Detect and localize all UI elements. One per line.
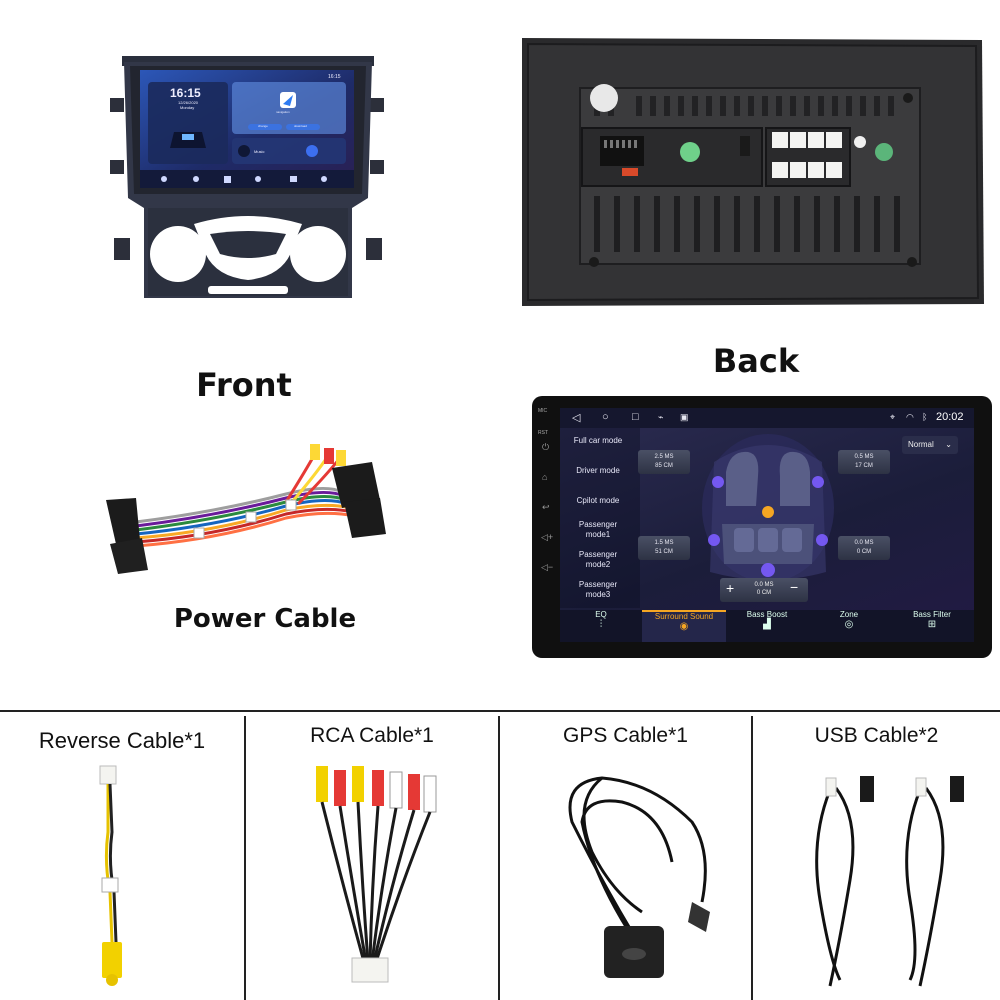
preset-value: Normal xyxy=(908,440,934,449)
tab-bar: EQ ⫶ Surround Sound ◉ Bass Boost ▟ Zone … xyxy=(560,610,974,642)
center-stepper: + 0.0 MS 0 CM − xyxy=(720,578,808,602)
front-caption: Front xyxy=(196,366,292,404)
car-seats-graphic xyxy=(702,434,834,582)
volume-up-icon[interactable]: ◁+ xyxy=(541,532,554,542)
bass-icon: ▟ xyxy=(763,619,771,630)
speaker-rear-left-ms: 1.5 MS xyxy=(654,540,674,546)
tab-zone-label: Zone xyxy=(839,610,859,619)
back-unit-drawing xyxy=(522,38,984,306)
front-unit-drawing xyxy=(110,56,384,298)
usb-cable-image xyxy=(815,776,964,987)
back-caption: Back xyxy=(712,342,800,380)
tab-surround-label: Surround Sound xyxy=(654,612,714,621)
back-icon[interactable]: ◁ xyxy=(572,412,581,424)
tab-bass-filter-label: Bass Filter xyxy=(913,610,951,619)
tab-surround-sound[interactable]: Surround Sound ◉ xyxy=(642,610,726,642)
speaker-rear-left-cm: 51 CM xyxy=(655,549,673,555)
speaker-front-left-cm: 85 CM xyxy=(655,463,673,469)
audio-unit: MIC RST ⏻ ⌂ ↩ ◁+ ◁− ◁ ○ □ ⌁ ▣ ⌖ ◠ ᛒ 20:0… xyxy=(532,396,992,658)
column-divider-2 xyxy=(498,716,500,1000)
speaker-front-left[interactable]: 2.5 MS 85 CM xyxy=(638,450,690,474)
tab-bass-boost-label: Bass Boost xyxy=(746,610,788,619)
reverse-cable-image xyxy=(99,765,122,986)
zone-icon: ◎ xyxy=(844,619,854,630)
mode-driver[interactable]: Driver mode xyxy=(576,466,620,475)
recent-icon[interactable]: □ xyxy=(632,411,639,423)
minus-button[interactable]: − xyxy=(790,579,799,595)
center-ms: 0.0 MS xyxy=(754,582,774,588)
usb-icon: ⌁ xyxy=(658,412,664,422)
tab-zone[interactable]: Zone ◎ xyxy=(808,610,890,640)
column-divider-3 xyxy=(751,716,753,1000)
rca-cable-title: RCA Cable*1 xyxy=(310,724,434,747)
mode-full-car[interactable]: Full car mode xyxy=(573,436,623,445)
front-date: 12/26/2020 xyxy=(178,100,199,105)
side-power-icon[interactable]: ⏻ xyxy=(542,442,550,452)
front-music-label: Music xyxy=(254,149,265,154)
speaker-front-right-ms: 0.5 MS xyxy=(854,454,874,460)
power-cable-caption: Power Cable xyxy=(173,604,357,634)
speaker-rear-right-cm: 0 CM xyxy=(856,549,872,555)
tab-bass-boost[interactable]: Bass Boost ▟ xyxy=(726,610,808,640)
front-clock: 16:15 xyxy=(170,86,201,100)
speaker-front-left-ms: 2.5 MS xyxy=(654,454,674,460)
bluetooth-icon: ᛒ xyxy=(922,412,928,422)
gps-cable-title: GPS Cable*1 xyxy=(563,724,688,747)
front-download-button[interactable]: download xyxy=(294,124,307,128)
gps-cable-image xyxy=(568,776,710,978)
plus-button[interactable]: + xyxy=(726,580,735,596)
speaker-front-right-cm: 17 CM xyxy=(855,463,873,469)
preset-dropdown[interactable]: Normal ⌄ xyxy=(902,436,958,454)
volume-down-icon[interactable]: ◁− xyxy=(541,562,554,572)
mode-list: Full car mode Driver mode Cpilot mode Pa… xyxy=(560,428,640,608)
front-day: Monday xyxy=(180,105,195,110)
rca-cable-image xyxy=(316,766,437,983)
side-label-rst: RST xyxy=(538,430,548,436)
back-unit-image xyxy=(518,36,986,308)
column-divider-1 xyxy=(244,716,246,1000)
mode-passenger-3[interactable]: Passenger mode3 xyxy=(578,580,618,599)
side-home-icon[interactable]: ⌂ xyxy=(542,472,548,482)
home-icon[interactable]: ○ xyxy=(602,411,609,423)
section-divider xyxy=(0,710,1000,712)
speaker-rear-left[interactable]: 1.5 MS 51 CM xyxy=(638,536,690,560)
status-bar: ◁ ○ □ ⌁ ▣ ⌖ ◠ ᛒ 20:02 xyxy=(560,408,974,428)
speaker-front-right[interactable]: 0.5 MS 17 CM xyxy=(838,450,890,474)
filter-icon: ⊞ xyxy=(927,619,937,630)
speaker-rear-right-ms: 0.0 MS xyxy=(854,540,874,546)
reverse-cable-title: Reverse Cable*1 xyxy=(38,728,206,753)
front-app-label: navigation xyxy=(276,110,290,114)
status-time: 20:02 xyxy=(936,411,964,423)
app-shortcut-icon[interactable]: ▣ xyxy=(680,412,689,422)
tab-eq-label: EQ xyxy=(595,610,607,619)
mode-passenger-1[interactable]: Passenger mode1 xyxy=(578,520,618,539)
equalizer-icon: ⫶ xyxy=(599,619,603,630)
mode-copilot[interactable]: Cpilot mode xyxy=(576,496,620,505)
chevron-down-icon: ⌄ xyxy=(945,440,952,449)
power-cable-image xyxy=(96,440,396,580)
power-cable-drawing xyxy=(106,444,386,574)
front-unit-image: 16:15 12/26/2020 Monday 16:15 navigation… xyxy=(108,48,388,303)
audio-screen: ◁ ○ □ ⌁ ▣ ⌖ ◠ ᛒ 20:02 Full car mode Driv… xyxy=(560,408,974,642)
surround-icon: ◉ xyxy=(679,621,689,632)
tab-bass-filter[interactable]: Bass Filter ⊞ xyxy=(890,610,974,640)
front-change-button[interactable]: change xyxy=(258,124,268,128)
side-back-icon[interactable]: ↩ xyxy=(542,502,550,512)
usb-cable-title: USB Cable*2 xyxy=(814,724,939,747)
tab-eq[interactable]: EQ ⫶ xyxy=(560,610,642,640)
location-icon: ⌖ xyxy=(890,412,896,422)
center-cm: 0 CM xyxy=(756,590,772,596)
front-status-time: 16:15 xyxy=(328,74,341,80)
wifi-icon: ◠ xyxy=(906,412,914,422)
side-label-mic: MIC xyxy=(538,408,548,414)
speaker-rear-right[interactable]: 0.0 MS 0 CM xyxy=(838,536,890,560)
mode-passenger-2[interactable]: Passenger mode2 xyxy=(578,550,618,569)
